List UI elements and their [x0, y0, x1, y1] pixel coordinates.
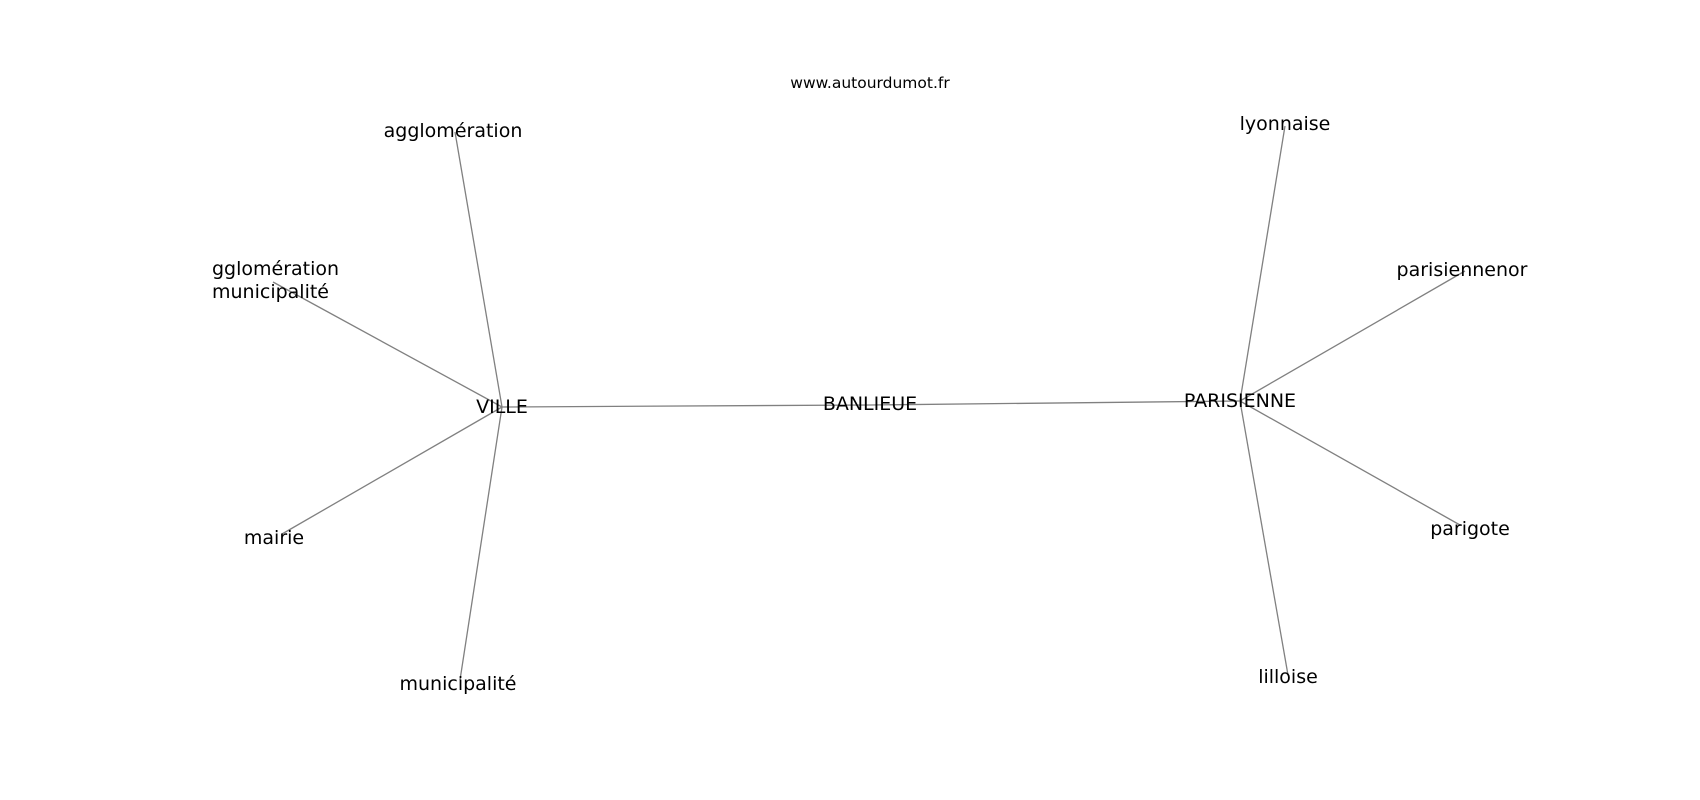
edge-ville-agglo_municipalite — [272, 281, 503, 408]
edge-ville-banlieue — [501, 404, 871, 408]
edge-ville-municipalite — [459, 406, 503, 681]
node-mairie: mairie — [244, 527, 304, 549]
edge-banlieue-parisienne — [869, 400, 1241, 406]
node-lilloise: lilloise — [1258, 666, 1318, 688]
node-agglo-municipalite-line2: municipalité — [212, 281, 329, 303]
node-parisienne: PARISIENNE — [1184, 390, 1296, 412]
graph-labels: BANLIEUE VILLE PARISIENNE agglomération … — [212, 113, 1528, 695]
edge-ville-mairie — [281, 406, 503, 535]
node-agglo-municipalite: gglomération municipalité — [212, 258, 345, 303]
node-parisiennenor: parisiennenor — [1397, 259, 1528, 281]
edge-parisienne-lyonnaise — [1239, 125, 1286, 402]
node-parigote: parigote — [1430, 518, 1510, 540]
source-label: www.autourdumot.fr — [790, 74, 950, 92]
node-ville: VILLE — [476, 396, 528, 418]
node-agglo-municipalite-line1: gglomération — [212, 258, 339, 280]
node-lyonnaise: lyonnaise — [1240, 113, 1331, 135]
edge-parisienne-parigote — [1239, 400, 1461, 526]
edge-parisienne-parisiennenor — [1239, 270, 1466, 402]
edge-parisienne-lilloise — [1239, 400, 1289, 676]
edge-ville-agglomeration — [454, 131, 503, 408]
node-municipalite: municipalité — [400, 673, 517, 695]
graph-edges — [272, 125, 1466, 681]
node-banlieue: BANLIEUE — [823, 393, 917, 415]
node-agglomeration: agglomération — [384, 120, 523, 142]
